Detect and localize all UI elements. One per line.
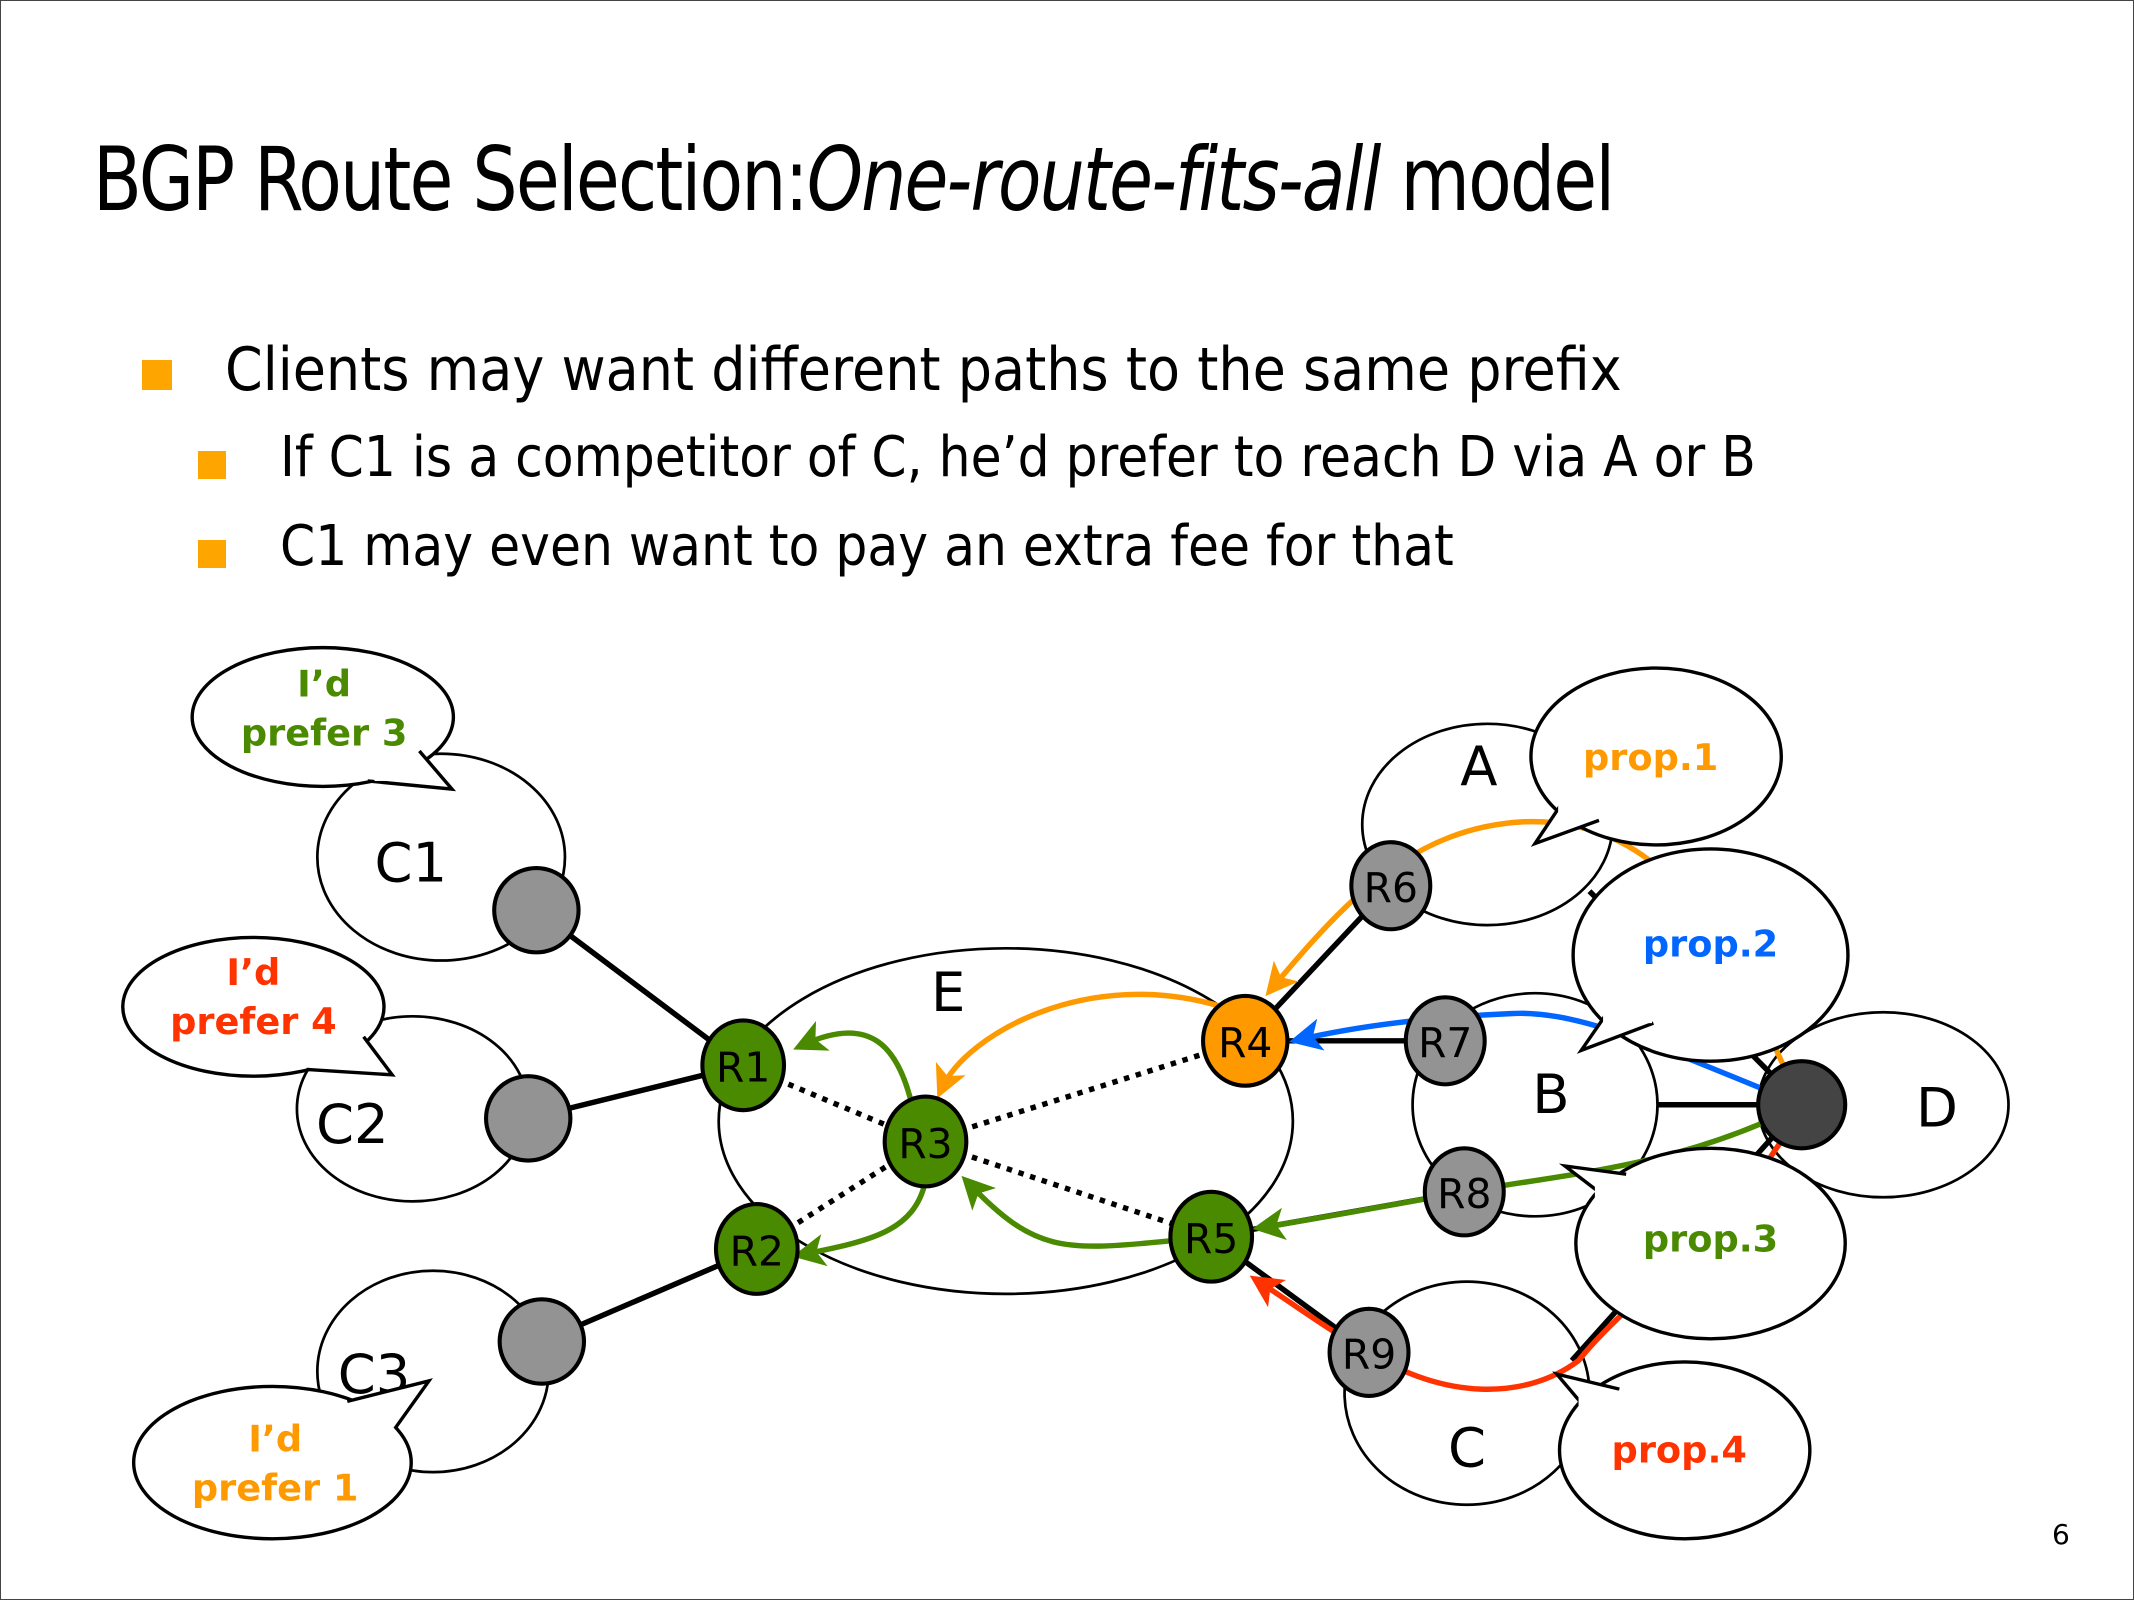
router-r8[interactable]: R8 (1422, 1146, 1506, 1238)
bullet-square-icon (142, 360, 172, 390)
speech-bubble-prop1: prop.1 (1529, 666, 1783, 847)
router-label-r9: R9 (1342, 1331, 1396, 1379)
ibgp-sessions (742, 1038, 1247, 1252)
bubble-text: I’d (226, 951, 280, 994)
session-r1-r3 (742, 1062, 927, 1145)
title-italic: One-route-fits-all (806, 128, 1382, 231)
router-label-r3: R3 (898, 1120, 952, 1168)
router-r5[interactable]: R5 (1168, 1189, 1255, 1284)
title-plain: BGP Route Selection: (93, 128, 809, 231)
router-r2[interactable]: R2 (713, 1202, 800, 1296)
bubble-text: I’d (248, 1418, 302, 1461)
route-arrow-r4-r3 (935, 991, 1223, 1099)
speech-bubble-c2: I’d prefer 4 (121, 935, 396, 1078)
bullet-1: Clients may want different paths to the … (225, 335, 1622, 405)
router-label-r1: R1 (716, 1044, 770, 1092)
page-number: 6 (2052, 1518, 2070, 1551)
domain-label-d: D (1916, 1076, 1958, 1140)
router-c2[interactable] (484, 1074, 573, 1163)
router-r3[interactable]: R3 (882, 1094, 969, 1189)
domain-label-e: E (931, 960, 965, 1024)
session-r2-r3 (755, 1139, 927, 1252)
session-r3-r5 (924, 1138, 1213, 1240)
bubble-text: prefer 1 (192, 1467, 359, 1510)
domain-label-a: A (1460, 734, 1497, 798)
router-c1[interactable] (492, 865, 581, 955)
speech-bubble-c3: I’d prefer 1 (131, 1378, 433, 1541)
router-r6[interactable]: R6 (1349, 840, 1433, 932)
bubble-text: prop.1 (1583, 736, 1718, 779)
bullet-square-icon (198, 540, 226, 568)
bubble-text: prefer 3 (241, 712, 408, 755)
domain-label-c1: C1 (374, 831, 447, 895)
route-arrow-r3-r1 (793, 1020, 915, 1106)
slide-title: BGP Route Selection:One-route-fits-all m… (93, 128, 1615, 231)
bullet-3: C1 may even want to pay an extra fee for… (280, 514, 1454, 579)
bubble-text: prefer 4 (170, 1000, 337, 1043)
title-tail: model (1379, 128, 1615, 231)
router-label-r8: R8 (1437, 1170, 1491, 1218)
route-arrow-r3-r2 (792, 1180, 929, 1267)
router-label-r5: R5 (1184, 1215, 1238, 1263)
speech-bubble-c1: I’d prefer 3 (190, 645, 457, 792)
speech-bubble-prop4: prop.4 (1552, 1360, 1812, 1541)
router-label-r2: R2 (730, 1227, 784, 1275)
router-r1[interactable]: R1 (700, 1018, 787, 1113)
domain-label-b: B (1532, 1062, 1569, 1126)
router-d[interactable] (1756, 1059, 1848, 1151)
speech-bubble-prop3: prop.3 (1558, 1146, 1847, 1341)
bullet-square-icon (198, 451, 226, 479)
domain-label-c: C (1448, 1416, 1486, 1480)
router-r9[interactable]: R9 (1327, 1306, 1411, 1398)
bubble-text: prop.4 (1612, 1429, 1747, 1472)
router-label-r6: R6 (1364, 864, 1418, 912)
router-label-r7: R7 (1418, 1019, 1472, 1067)
speech-bubble-prop2: prop.2 (1571, 847, 1850, 1063)
domain-label-c2: C2 (316, 1092, 389, 1156)
router-label-r4: R4 (1218, 1019, 1272, 1067)
router-r4[interactable]: R4 (1201, 993, 1290, 1088)
router-c3[interactable] (497, 1297, 587, 1386)
route-arrow-r5-r3 (961, 1175, 1171, 1249)
router-r7[interactable]: R7 (1403, 995, 1487, 1087)
bubble-text: prop.3 (1643, 1218, 1778, 1261)
bubble-text: prop.2 (1643, 922, 1778, 965)
bubble-text: I’d (297, 663, 351, 706)
bullet-2: If C1 is a competitor of C, he’d prefer … (280, 425, 1756, 490)
